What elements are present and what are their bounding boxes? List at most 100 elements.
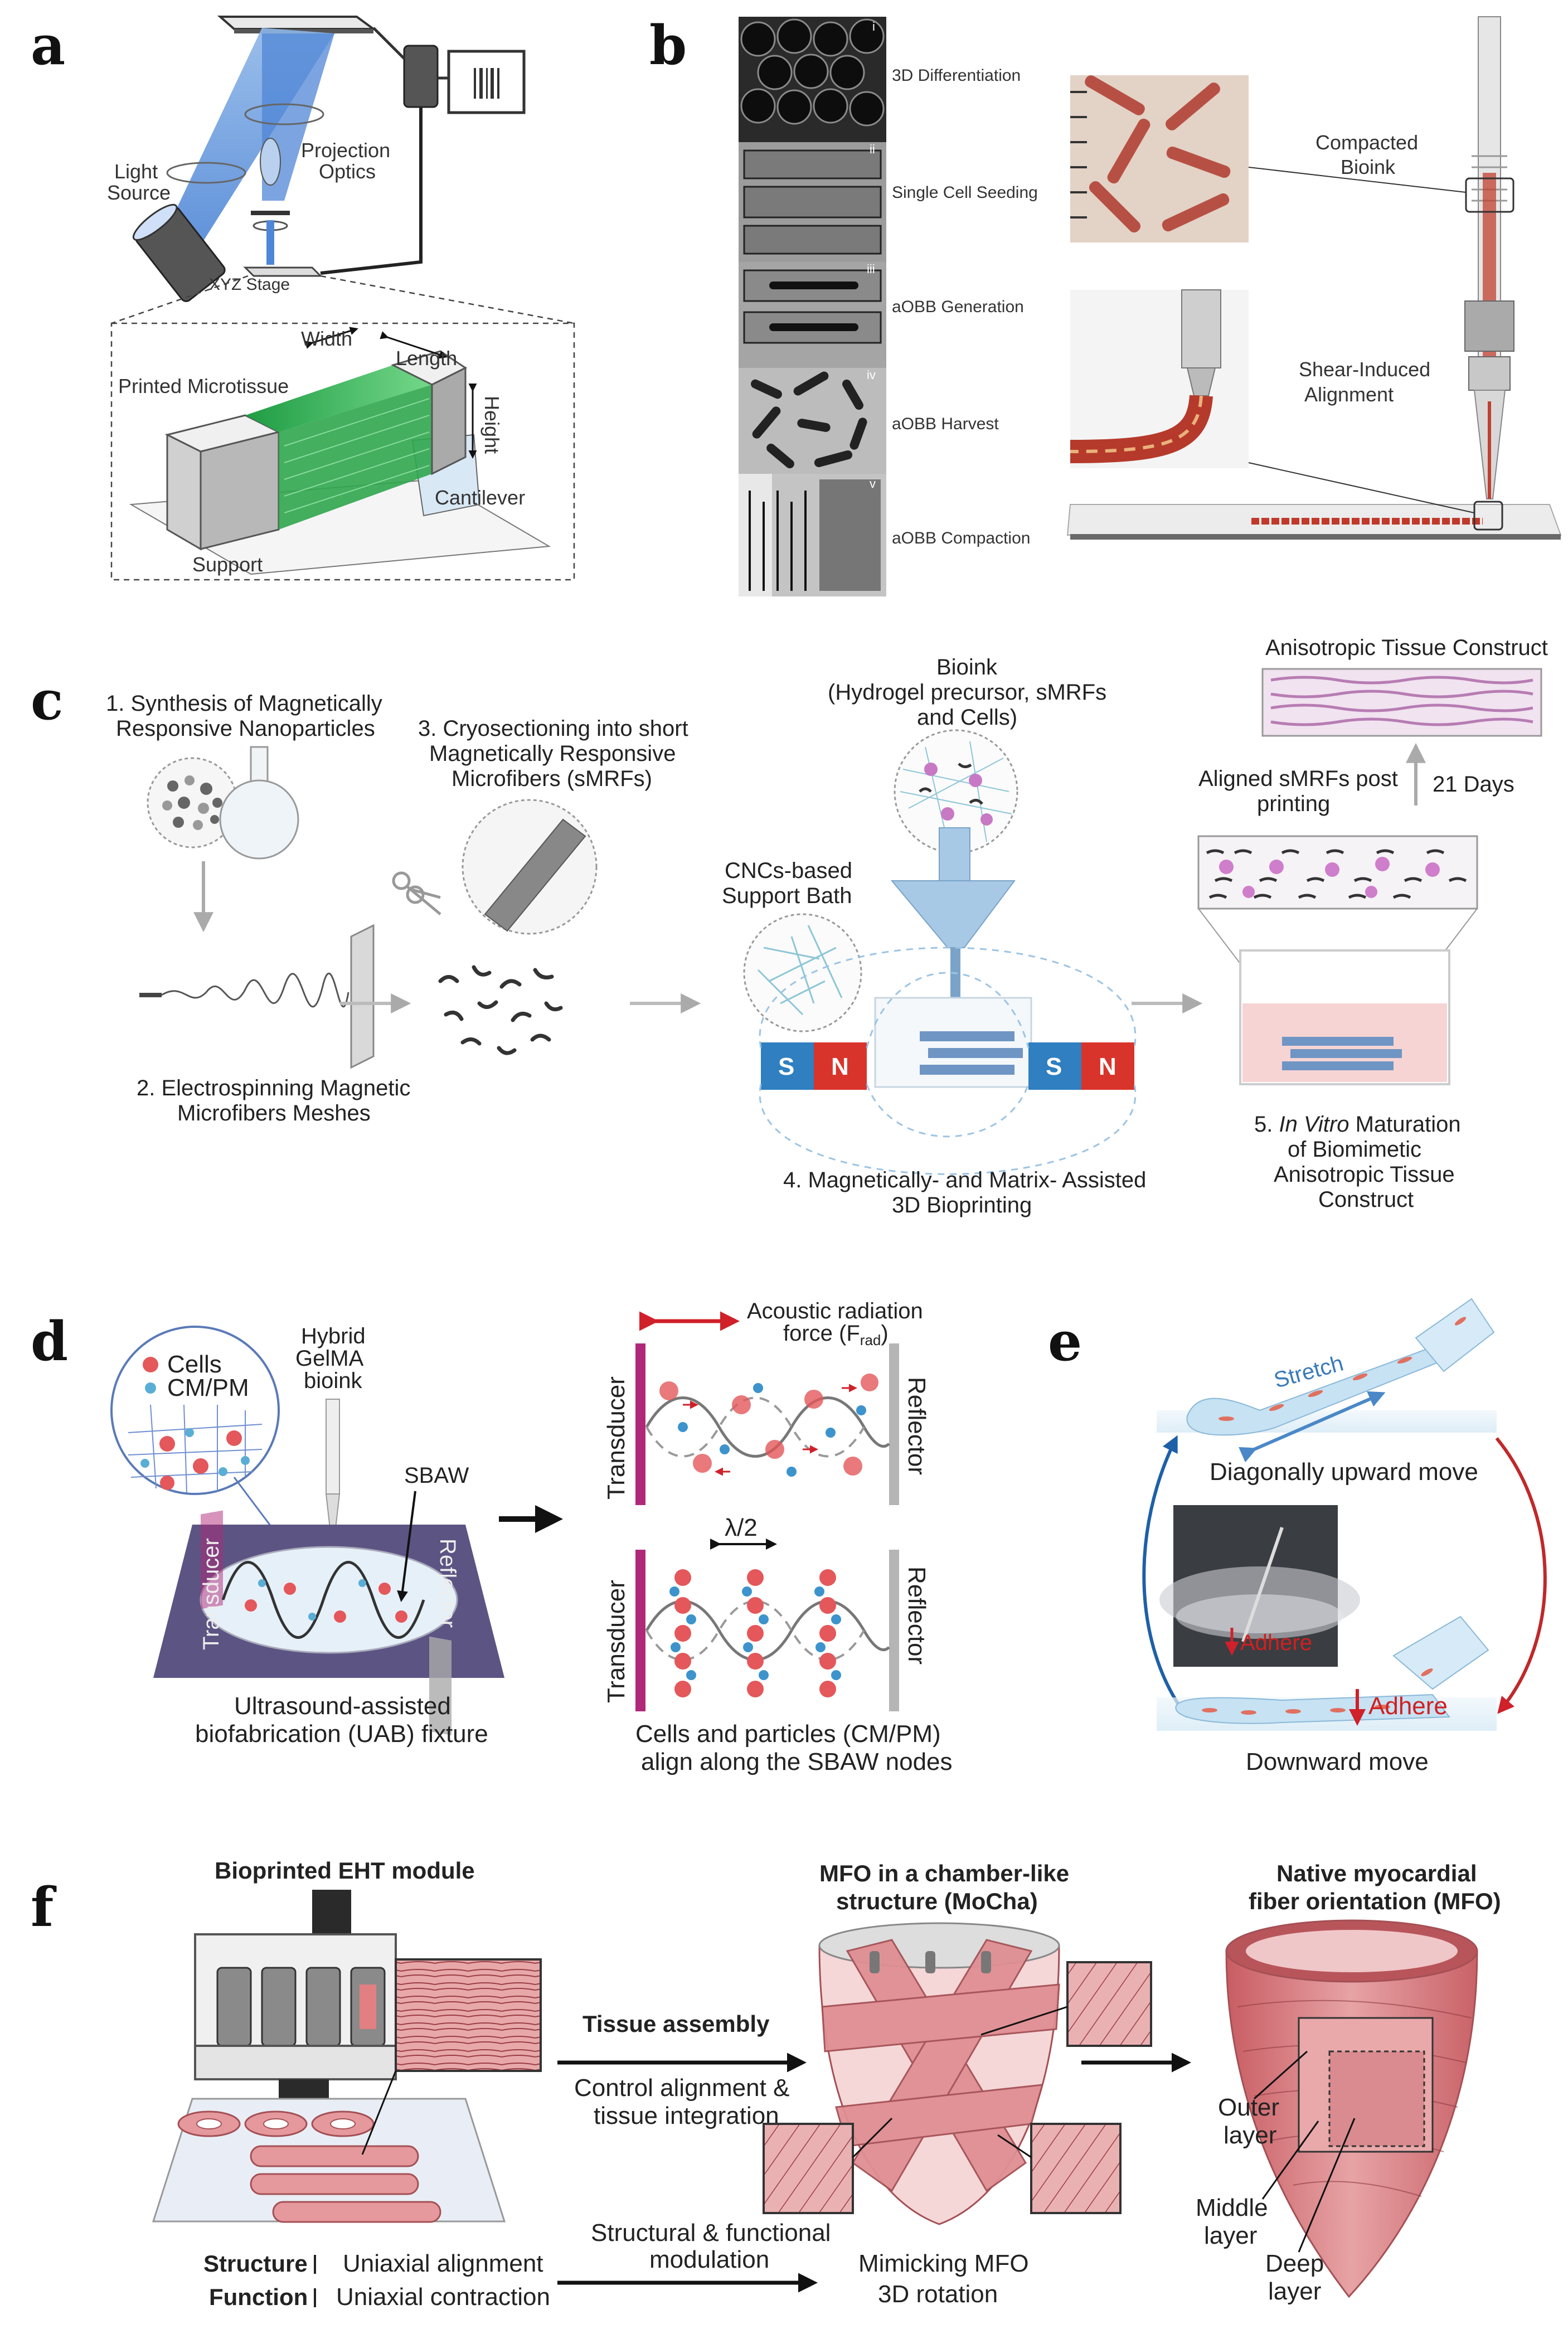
mocha-inset-right (1030, 2123, 1122, 2214)
microtissue-top (245, 365, 432, 432)
magnet-right-s-label: S (1046, 1053, 1062, 1080)
mocha-line1: MFO in a chamber-like (819, 1860, 1069, 1886)
print-nozzle (1464, 16, 1514, 499)
step-aobb-harvest: aOBB Harvest (892, 415, 999, 433)
align-line1: Cells and particles (CM/PM) (635, 1720, 941, 1748)
structural-line2: modulation (649, 2246, 769, 2273)
electrospinning-icon (139, 924, 375, 1069)
step5-line2: of Biomimetic (1288, 1137, 1421, 1162)
middle-line2: layer (1204, 2222, 1257, 2249)
roman-iv: iv (867, 368, 876, 382)
roman-iii: iii (867, 262, 875, 276)
mocha-inset-left (763, 2123, 854, 2214)
transducer-bar-bottom (635, 1550, 645, 1711)
step5-line1: 5. In Vitro Maturation (1254, 1112, 1461, 1137)
lambda-label: λ/2 (725, 1514, 758, 1541)
sbaw-label: SBAW (404, 1463, 469, 1488)
bioink-line1: Bioink (936, 655, 998, 680)
microtissue-front (279, 385, 432, 530)
transducer-bar-top (635, 1343, 645, 1505)
height-label: Height (480, 396, 503, 454)
eht-fiber-inset (395, 1958, 542, 2072)
projection-optics-line2: Optics (319, 160, 376, 183)
mirror-plate (217, 16, 377, 30)
native-line1: Native myocardial (1276, 1860, 1477, 1886)
xyz-stage-label: XYZ Stage (209, 275, 290, 294)
heart-deep-layer (1328, 2050, 1425, 2147)
compacted-bioink-line2: Bioink (1341, 156, 1396, 178)
panel-label-a: a (31, 14, 65, 77)
magnet-left-n (814, 1042, 867, 1090)
middle-line1: Middle (1196, 2194, 1268, 2221)
roman-v: v (870, 477, 876, 491)
support-bath-zoom-circle (743, 913, 862, 1032)
magnet-right-s (1028, 1042, 1081, 1090)
mimicking-line1: Mimicking MFO (858, 2250, 1029, 2277)
acoustic-line2: force (Frad) (783, 1321, 889, 1348)
step3-line3: Microfibers (sMRFs) (452, 766, 652, 791)
reflector-bar-top (889, 1343, 899, 1505)
mimicking-line2: 3D rotation (878, 2281, 998, 2308)
deep-line2: layer (1268, 2278, 1321, 2305)
xyz-stage (243, 266, 323, 277)
length-label: Length (396, 347, 457, 370)
legend-cmpm: CM/PM (167, 1374, 249, 1401)
adhere-construct (1175, 1694, 1450, 1724)
step-aobb-compaction: aOBB Compaction (892, 529, 1030, 547)
bioink-line3: and Cells) (917, 705, 1017, 730)
step3-line1: 3. Cryosectioning into short (418, 716, 688, 741)
step1-line1: 1. Synthesis of Magnetically (106, 691, 382, 716)
function-label: Function (209, 2284, 308, 2310)
projection-optics-line1: Projection (301, 139, 390, 162)
panel-label-f: f (31, 1876, 57, 1939)
reflector-bar-bottom (889, 1550, 899, 1711)
step4-line1: 4. Magnetically- and Matrix- Assisted (783, 1168, 1146, 1192)
uab-line1: Ultrasound-assisted (234, 1692, 451, 1720)
micrograph-v (739, 474, 886, 596)
step2-line1: 2. Electrospinning Magnetic (137, 1076, 410, 1100)
magnet-left-s-label: S (778, 1053, 794, 1080)
panel-e: e Stretch Diagonally upward move Adhere (1048, 1298, 1547, 1775)
anisotropic-title: Anisotropic Tissue Construct (1265, 635, 1548, 660)
micrograph-ii (739, 142, 886, 262)
micrograph-iii (739, 262, 886, 368)
shear-alignment-line2: Alignment (1304, 383, 1394, 406)
function-value: Uniaxial contraction (336, 2283, 550, 2311)
adhere-photo-label: Adhere (1240, 1631, 1312, 1655)
roman-i: i (872, 20, 875, 33)
shear-alignment-line1: Shear-Induced (1299, 358, 1430, 381)
flask-icon (219, 746, 299, 860)
native-line2: fiber orientation (MFO) (1249, 1888, 1501, 1914)
support-bath-line2: Support Bath (722, 884, 852, 908)
reflector-label-bottom: Reflector (903, 1566, 930, 1665)
magnet-left-n-label: N (831, 1053, 849, 1080)
hybrid-line2: GelMA (295, 1346, 364, 1371)
width-label: Width (301, 327, 352, 350)
control-line2: tissue integration (594, 2102, 779, 2129)
mocha-inset-top (1066, 1961, 1152, 2047)
zoom-box (110, 322, 575, 581)
hybrid-line3: bioink (304, 1369, 363, 1393)
deep-line1: Deep (1265, 2250, 1324, 2277)
aligned-line2: printing (1257, 792, 1330, 816)
control-line1: Control alignment & (574, 2074, 789, 2102)
structural-line1: Structural & functional (591, 2219, 831, 2246)
micrograph-i (739, 17, 886, 142)
downward-label: Downward move (1246, 1748, 1429, 1775)
scissors-icon (392, 871, 441, 915)
outer-line1: Outer (1218, 2094, 1279, 2121)
panel-a: a Light Source Projection Optics XYZ Sta… (31, 14, 575, 581)
eht-title: Bioprinted EHT module (215, 1857, 475, 1884)
adhere-label: Adhere (1368, 1692, 1448, 1720)
light-source-line2: Source (107, 181, 171, 204)
compacted-bioink-inset (1070, 75, 1249, 242)
structure-label: Structure (203, 2250, 308, 2277)
step2-line2: Microfibers Meshes (177, 1101, 371, 1125)
panel-label-e: e (1048, 1310, 1082, 1373)
controller-box (403, 45, 439, 108)
magnet-left-s (761, 1042, 814, 1090)
mocha-line2: structure (MoCha) (836, 1888, 1038, 1914)
step5-line4: Construct (1318, 1187, 1414, 1212)
step4-line2: 3D Bioprinting (892, 1193, 1032, 1217)
panel-label-b: b (649, 14, 687, 77)
